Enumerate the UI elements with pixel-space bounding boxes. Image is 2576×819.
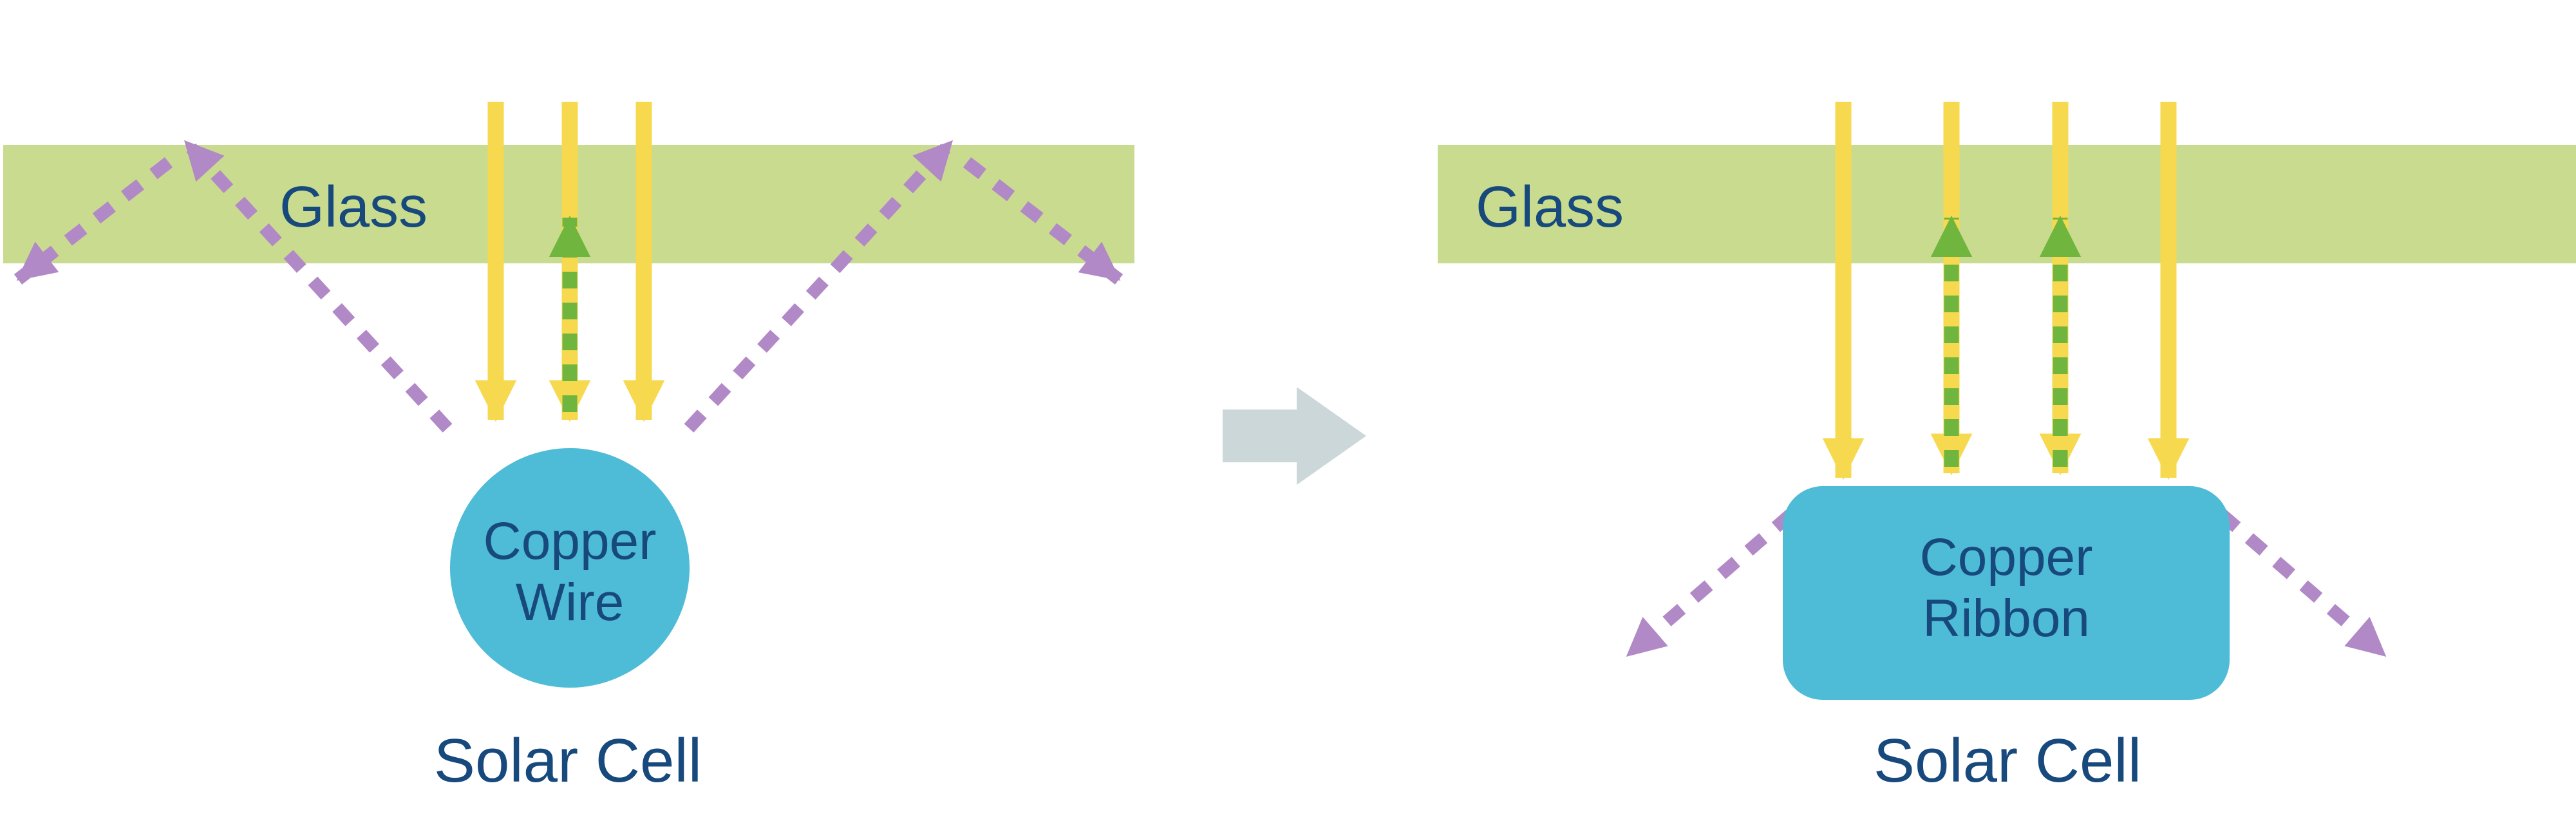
- copper-ribbon-label-line1: Copper: [1920, 528, 2093, 587]
- scattered-light-arrow: [1623, 509, 1795, 661]
- right-panel: Glass Copper Ribbon Solar Cell: [1438, 102, 2576, 795]
- glass-label: Glass: [279, 175, 428, 240]
- copper-ribbon-shape: [1783, 486, 2230, 700]
- solar-cell-label: Solar Cell: [1874, 726, 2141, 795]
- left-panel: Glass Copper Wire Solar Cell: [3, 102, 1134, 795]
- copper-wire-label-line1: Copper: [484, 512, 657, 570]
- transition-arrow-icon: [1223, 387, 1366, 485]
- copper-wire-shape: [450, 448, 690, 688]
- scattered-light-arrow: [2217, 509, 2389, 661]
- solar-cell-label: Solar Cell: [434, 726, 702, 795]
- scattered-light-arrow: [963, 157, 1123, 285]
- copper-wire-label-line2: Wire: [516, 573, 625, 632]
- copper-ribbon-label-line2: Ribbon: [1923, 589, 2090, 648]
- scattered-light-arrow: [180, 137, 453, 433]
- glass-bar: [1438, 145, 2576, 263]
- glass-label: Glass: [1476, 175, 1624, 240]
- scattered-light-arrow: [684, 137, 957, 433]
- scattered-light-arrow: [14, 157, 173, 285]
